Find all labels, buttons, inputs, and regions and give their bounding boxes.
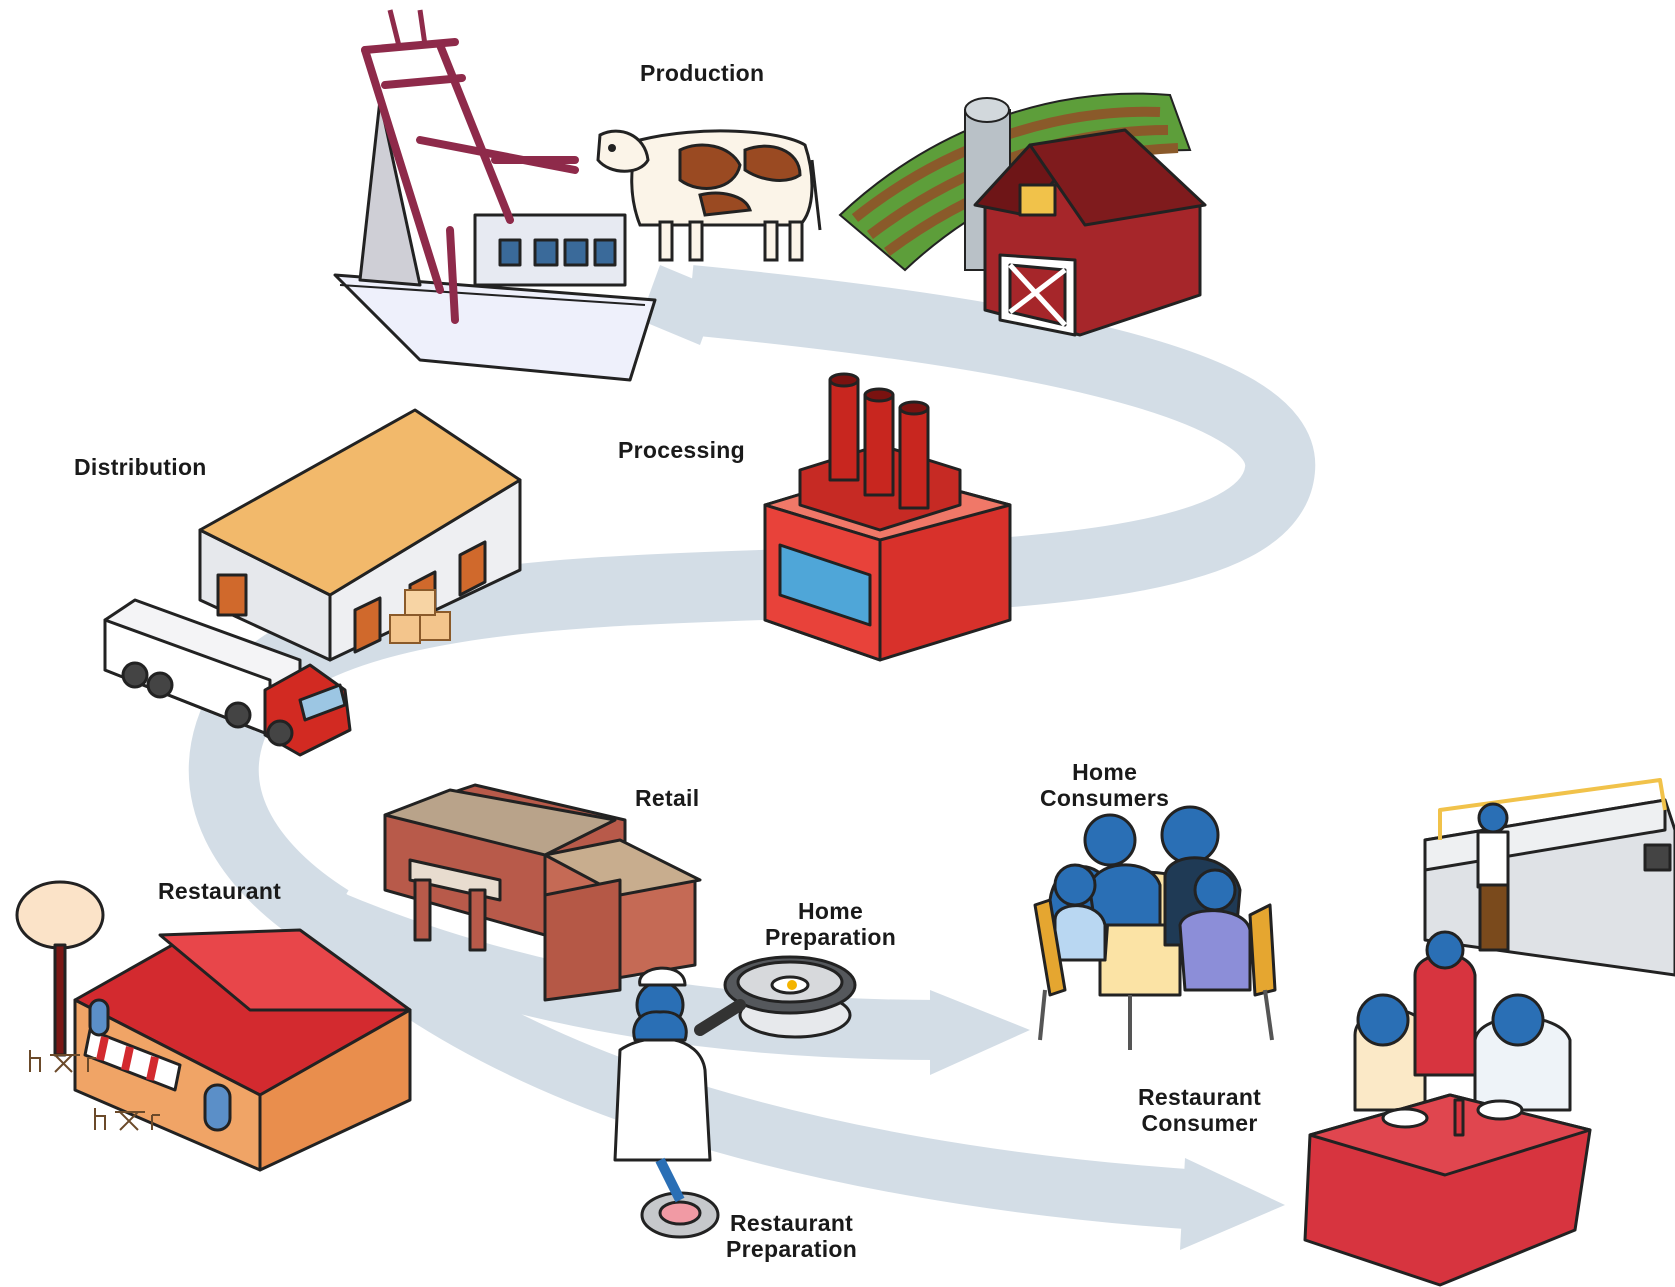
label-home-preparation-line1: Home bbox=[798, 898, 864, 924]
label-restaurant-preparation: Restaurant Preparation bbox=[726, 1210, 857, 1262]
label-restaurant-preparation-line2: Preparation bbox=[726, 1236, 858, 1262]
label-restaurant-consumer: Restaurant Consumer bbox=[1138, 1084, 1261, 1136]
family-dinner-icon bbox=[1033, 805, 1277, 1050]
restaurant-building-icon bbox=[15, 880, 412, 1172]
restaurant-table-icon bbox=[1303, 930, 1592, 1287]
label-distribution: Distribution bbox=[74, 454, 207, 480]
delivery-truck-icon bbox=[103, 598, 352, 757]
barn-icon bbox=[973, 128, 1207, 337]
label-restaurant-consumer-line1: Restaurant bbox=[1138, 1084, 1262, 1110]
label-home-preparation-line2: Preparation bbox=[765, 924, 897, 950]
fishing-boat-icon bbox=[333, 9, 657, 382]
label-processing: Processing bbox=[618, 437, 745, 463]
factory-icon bbox=[763, 372, 1012, 662]
label-home-consumers-line2: Consumers bbox=[1040, 785, 1170, 811]
flow-path-start bbox=[640, 265, 720, 345]
label-home-consumers: Home Consumers bbox=[1040, 759, 1169, 811]
boxes-icon bbox=[389, 589, 451, 644]
buffet-counter-icon bbox=[1423, 778, 1675, 977]
label-home-preparation: Home Preparation bbox=[765, 898, 896, 950]
label-production: Production bbox=[640, 60, 765, 86]
label-restaurant-consumer-line2: Consumer bbox=[1141, 1110, 1258, 1136]
label-home-consumers-line1: Home bbox=[1072, 759, 1138, 785]
frying-pan-icon bbox=[694, 955, 857, 1039]
cow-icon bbox=[596, 129, 822, 262]
label-restaurant-preparation-line1: Restaurant bbox=[729, 1210, 854, 1236]
chef-icon bbox=[613, 966, 720, 1239]
flow-arrow-home bbox=[930, 990, 1030, 1075]
label-retail: Retail bbox=[635, 785, 700, 811]
retail-store-icon bbox=[383, 783, 702, 1002]
patio-furniture-icon bbox=[29, 1050, 160, 1131]
flow-path-restaurant-branch bbox=[298, 888, 1203, 1230]
flow-arrow-restaurant bbox=[1180, 1158, 1285, 1250]
label-restaurant: Restaurant bbox=[158, 878, 282, 904]
